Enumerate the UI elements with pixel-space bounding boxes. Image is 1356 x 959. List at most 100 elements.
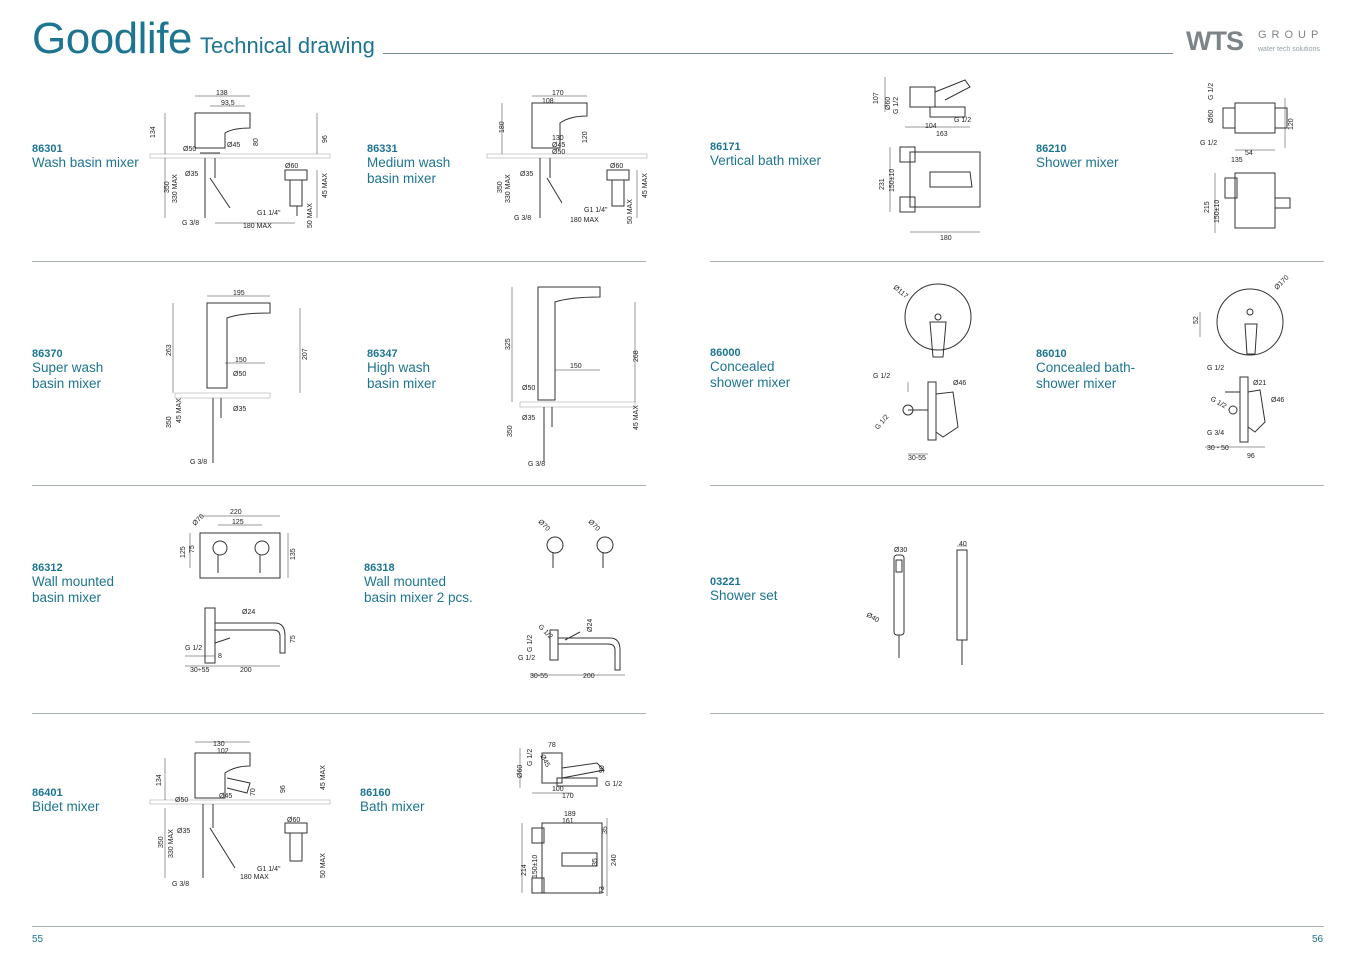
dim-label: G 1/2 — [1208, 83, 1215, 100]
dim-label: G 1/2 — [954, 117, 971, 124]
dim-label: 104 — [925, 123, 937, 130]
dim-label: 163 — [936, 131, 948, 138]
product-03221: 03221 Shower set — [710, 576, 810, 604]
product-86331: 86331 Medium wash basin mixer — [367, 143, 467, 187]
dim-label: G 1/2 — [873, 373, 890, 380]
dim-label: G 1/2 — [185, 645, 202, 652]
dim-label: Ø60 — [287, 817, 300, 824]
dim-label: Ø45 — [227, 142, 240, 149]
dim-label: 78 — [548, 742, 556, 749]
drawing-86301: 138 93,5 Ø45 Ø50 Ø35 Ø60 134 96 80 350 3… — [149, 90, 331, 230]
dim-label: 107 — [873, 92, 880, 104]
dim-label: Ø21 — [1253, 380, 1266, 387]
dim-label: 125 — [232, 519, 244, 526]
page-subtitle: Technical drawing — [200, 33, 375, 58]
dim-label: 240 — [611, 854, 618, 866]
dim-label: Ø35 — [520, 171, 533, 178]
dim-label: 125 — [180, 546, 187, 558]
logo-group: GROUP — [1258, 29, 1324, 41]
title-rule — [383, 53, 1173, 54]
dim-label: 96 — [322, 135, 329, 143]
dim-label: G 3/8 — [172, 881, 189, 888]
dim-label: 180 — [940, 235, 952, 242]
dim-label: G 1/2 — [1209, 396, 1227, 411]
product-code: 86312 — [32, 562, 63, 574]
product-name: Concealed bath-shower mixer — [1036, 360, 1136, 391]
dim-label: 75 — [290, 635, 297, 643]
dim-label: Ø50 — [175, 797, 188, 804]
row-divider — [710, 713, 1324, 714]
dim-label: Ø35 — [233, 406, 246, 413]
dim-label: 73 — [599, 886, 606, 894]
dim-label: Ø46 — [953, 380, 966, 387]
product-code: 86171 — [710, 141, 741, 153]
dim-label: Ø70 — [537, 518, 551, 532]
dim-label: 189 — [564, 811, 576, 818]
dim-label: 138 — [216, 90, 228, 97]
product-name: Wall mounted basin mixer — [32, 574, 115, 605]
product-name: Bidet mixer — [32, 799, 100, 814]
row-divider — [710, 485, 1324, 486]
product-code: 86210 — [1036, 143, 1067, 155]
product-86210: 86210 Shower mixer — [1036, 143, 1146, 171]
dim-label: Ø50 — [522, 385, 535, 392]
dim-label: 30 - 50 — [1207, 445, 1229, 452]
dim-label: 150±10 — [532, 855, 539, 878]
dim-label: 35 — [592, 858, 599, 866]
row-divider — [32, 713, 646, 714]
dim-label: Ø45 — [552, 142, 565, 149]
dim-label: 330 MAX — [168, 829, 175, 858]
drawing-86010: Ø170 52 G 1/2 Ø21 G 1/2 Ø46 G 3/4 30 - 5… — [1193, 274, 1291, 460]
dim-label: 325 — [505, 338, 512, 350]
dim-label: 220 — [230, 509, 242, 516]
product-code: 03221 — [710, 576, 741, 588]
dim-label: 263 — [166, 344, 173, 356]
dim-label: Ø60 — [1208, 110, 1215, 123]
dim-label: 180 MAX — [240, 874, 269, 881]
dim-label: 180 MAX — [570, 217, 599, 224]
dim-label: 350 — [164, 181, 171, 193]
dim-label: 120 — [1288, 118, 1295, 130]
product-code: 86160 — [360, 787, 391, 799]
footer-rule — [32, 926, 1324, 927]
logo-tagline: water tech solutions — [1258, 46, 1320, 53]
product-code: 86318 — [364, 562, 395, 574]
dim-label: Ø70 — [587, 518, 601, 532]
drawing-03221: Ø30 40 Ø40 — [865, 541, 968, 665]
dim-label: G 1/2 — [1200, 140, 1217, 147]
dim-label: G 1/2 — [893, 97, 900, 114]
dim-label: 134 — [156, 774, 163, 786]
dim-label: 93,5 — [221, 100, 235, 107]
dim-label: 135 — [290, 548, 297, 560]
dim-label: 350 — [497, 181, 504, 193]
dim-label: 207 — [302, 348, 309, 360]
product-name: Concealed shower mixer — [710, 359, 791, 390]
dim-label: 130 — [552, 135, 564, 142]
dim-label: 130 — [213, 741, 225, 748]
product-86010: 86010 Concealed bath-shower mixer — [1036, 348, 1156, 392]
dim-label: 350 — [507, 425, 514, 437]
dim-label: 50 MAX — [627, 199, 634, 224]
product-code: 86347 — [367, 348, 398, 360]
page-number-right: 56 — [1312, 934, 1324, 945]
dim-label: 135 — [1231, 157, 1243, 164]
dim-label: 180 — [499, 121, 506, 133]
dim-label: Ø60 — [285, 163, 298, 170]
dim-label: G 3/4 — [1207, 430, 1224, 437]
product-name: Bath mixer — [360, 799, 425, 814]
product-name: Wall mounted basin mixer 2 pcs. — [364, 574, 473, 605]
dim-label: 108 — [542, 98, 554, 105]
product-86318: 86318 Wall mounted basin mixer 2 pcs. — [364, 562, 479, 606]
drawing-86210: G 1/2 Ø60 G 1/2 120 54 135 215 150±10 — [1200, 83, 1295, 233]
dim-label: Ø24 — [587, 619, 594, 632]
drawing-86171: 107 Ø60 G 1/2 G 1/2 104 163 231 150±10 1… — [873, 77, 981, 242]
dim-label: Ø170 — [1273, 274, 1290, 291]
product-86160: 86160 Bath mixer — [360, 787, 440, 815]
product-86401: 86401 Bidet mixer — [32, 787, 132, 815]
dim-label: 231 — [879, 178, 886, 190]
dim-label: 8 — [218, 653, 222, 660]
row-divider — [32, 261, 646, 262]
dim-label: 96 — [280, 785, 287, 793]
product-code: 86301 — [32, 143, 63, 155]
product-86312: 86312 Wall mounted basin mixer — [32, 562, 127, 606]
